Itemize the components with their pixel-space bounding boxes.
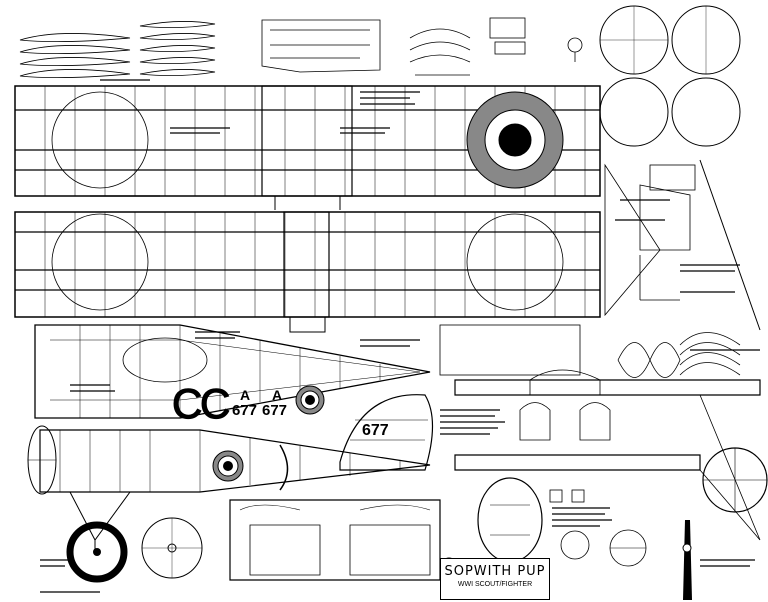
tail-code: 677	[362, 422, 389, 439]
cowl-template	[477, 477, 543, 563]
front-view	[454, 379, 768, 541]
rib-fans	[439, 324, 741, 396]
plan-subtitle: WWI SCOUT/FIGHTER	[457, 581, 533, 588]
marking-serial-num1: 677	[232, 402, 257, 419]
strut-details	[604, 159, 761, 331]
disc-templates	[599, 5, 741, 147]
marking-serial-a1: A	[240, 387, 250, 403]
wheel-template	[141, 517, 203, 579]
lower-wing	[14, 211, 601, 333]
fuselage-lower-detail	[27, 425, 431, 495]
registration-markings: C C A 677 A 677	[171, 379, 287, 427]
upper-wing	[14, 85, 601, 210]
propeller-icon	[682, 520, 692, 600]
title-block: SOPWITH PUP WWI SCOUT/FIGHTER	[440, 558, 550, 600]
fuselage-roundels	[212, 385, 325, 482]
tailplane-template	[261, 19, 381, 73]
annotation-strokes	[40, 79, 760, 593]
small-parts	[409, 17, 583, 76]
fin-rudder: 677	[339, 394, 434, 471]
marking-letter-c2: C	[200, 380, 230, 427]
marking-serial-a2: A	[272, 387, 282, 403]
marking-serial-num2: 677	[262, 402, 287, 419]
roundel-icon	[212, 450, 244, 482]
small-templates-bottom	[549, 489, 647, 567]
plan-title: SOPWITH PUP	[444, 564, 546, 579]
upper-wing-roundel	[466, 91, 564, 189]
marking-letter-c1: C	[172, 380, 202, 427]
roundel-icon	[295, 385, 325, 415]
fuselage-formers	[229, 499, 441, 581]
wheel-icon	[66, 521, 128, 583]
rib-templates	[19, 21, 216, 78]
